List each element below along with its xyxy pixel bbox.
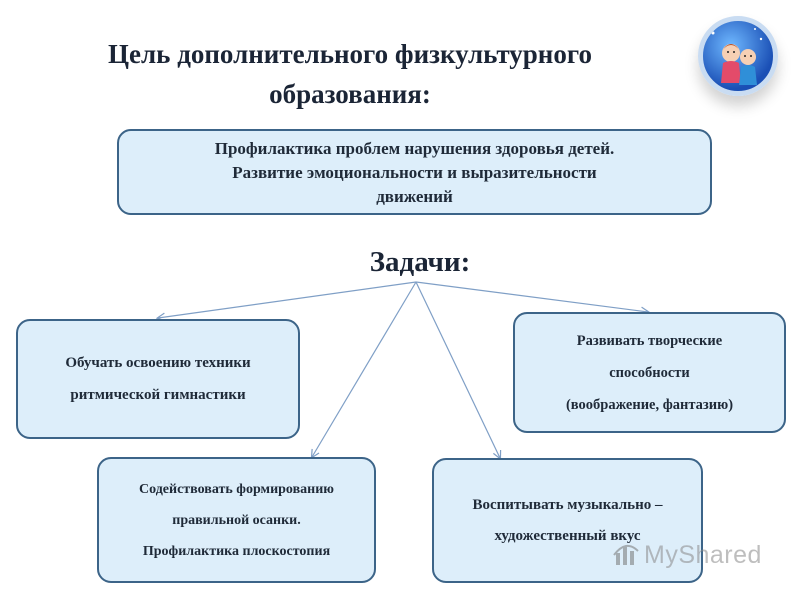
arrow-to-task-1: [158, 282, 416, 318]
page-title: Цель дополнительного физкультурного обра…: [40, 34, 660, 114]
task-box-rhythmic-gymnastics: Обучать освоению техники ритмической гим…: [16, 319, 300, 439]
myshared-logo-icon: [612, 541, 640, 569]
goal-line-1: Профилактика проблем нарушения здоровья …: [119, 137, 710, 161]
task-3-line-3: Профилактика плоскостопия: [99, 536, 374, 567]
task-box-posture: Содействовать формированию правильной ос…: [97, 457, 376, 583]
task-1-line-1: Обучать освоению техники: [18, 347, 298, 379]
arrow-to-task-4: [416, 282, 500, 458]
task-2-line-3: (воображение, фантазию): [515, 389, 784, 421]
task-2-line-2: способности: [515, 357, 784, 389]
watermark: MyShared: [612, 540, 762, 570]
goal-box: Профилактика проблем нарушения здоровья …: [117, 129, 712, 215]
arrow-to-task-2: [416, 282, 648, 312]
title-line-1: Цель дополнительного физкультурного: [40, 34, 660, 74]
arrow-to-task-3: [312, 282, 416, 457]
task-2-line-1: Развивать творческие: [515, 325, 784, 357]
tasks-heading: Задачи:: [340, 246, 500, 279]
task-4-line-1: Воспитывать музыкально –: [434, 490, 701, 521]
watermark-text: MyShared: [644, 541, 762, 570]
goal-line-3: движений: [119, 185, 710, 209]
children-logo-graphic: [703, 21, 773, 91]
task-1-line-2: ритмической гимнастики: [18, 379, 298, 411]
task-box-creative-abilities: Развивать творческие способности (вообра…: [513, 312, 786, 433]
title-line-2: образования:: [40, 74, 660, 114]
goal-line-2: Развитие эмоциональности и выразительнос…: [119, 161, 710, 185]
children-logo-icon: [698, 16, 778, 96]
task-3-line-1: Содействовать формированию: [99, 474, 374, 505]
task-3-line-2: правильной осанки.: [99, 505, 374, 536]
